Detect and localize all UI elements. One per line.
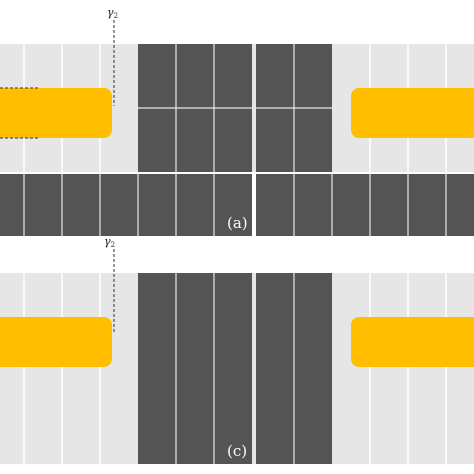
panel-c-marker-label: γ2 — [104, 235, 115, 249]
panel-c-dark-cell-lines — [175, 273, 295, 464]
panel-a: γ2 (a) — [0, 6, 474, 236]
panel-a-label: (a) — [227, 214, 248, 232]
panel-c-label: (c) — [227, 442, 247, 460]
panel-c-grid-lines — [23, 273, 447, 464]
panel-c: γ2 (c) — [0, 235, 474, 464]
panel-c-vehicle-left — [0, 317, 112, 367]
panel-a-dark-cell-lines — [23, 44, 447, 236]
panel-a-road-strip-right — [256, 174, 474, 236]
panel-a-marker-label: γ2 — [107, 6, 118, 20]
panel-a-road-strip-left — [0, 174, 252, 236]
panel-a-vehicle-left — [0, 88, 112, 138]
panel-c-vehicle-right — [351, 317, 474, 367]
panel-a-vehicle-right — [351, 88, 474, 138]
panel-c-crossing-left — [138, 273, 252, 464]
panel-a-dashed-outline — [0, 87, 40, 139]
